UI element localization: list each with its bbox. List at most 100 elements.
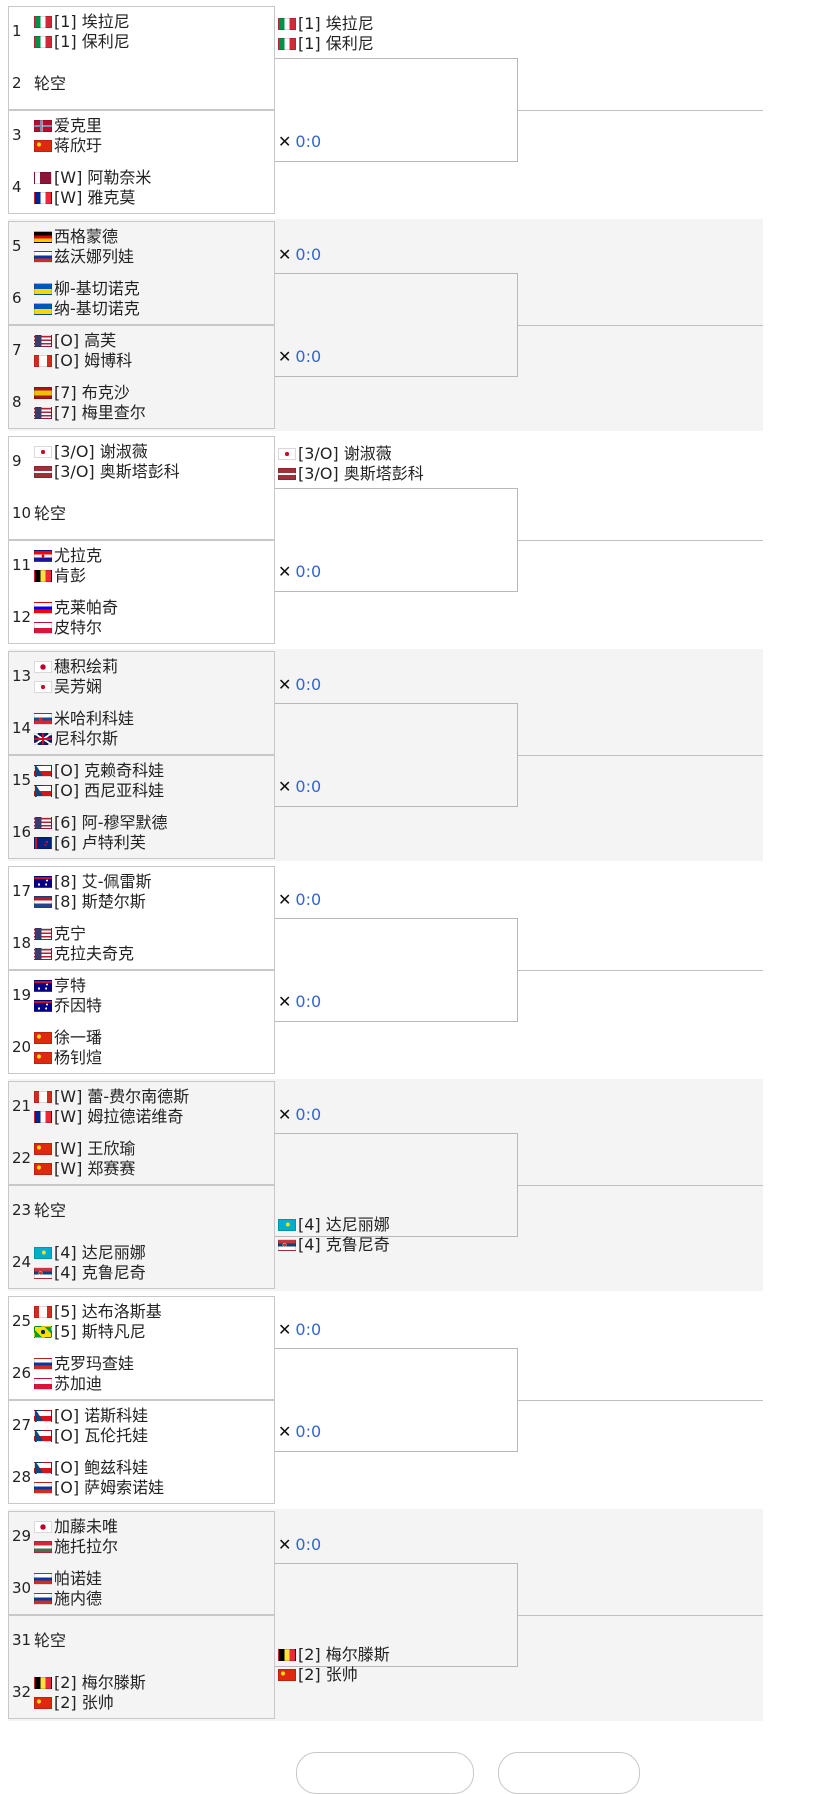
match-score-link[interactable]: ✕0:0: [278, 675, 321, 695]
player-name-text: [8] 艾-佩雷斯: [54, 872, 152, 891]
player-name-text: 蒋欣玗: [54, 136, 103, 155]
flag-slo-icon: [34, 602, 52, 614]
player-name-text: 克罗玛查娃: [54, 1354, 135, 1373]
bracket-line: [518, 1400, 763, 1401]
player-name: [8] 斯楚尔斯: [34, 892, 146, 912]
player-name-text: [1] 保利尼: [54, 32, 130, 51]
seed-number: 30: [12, 1579, 32, 1597]
flag-nor-icon: [34, 120, 52, 132]
crossed-rackets-icon: ✕: [278, 1320, 292, 1339]
player-name: [O] 西尼亚科娃: [34, 781, 164, 801]
player-name-text: [4] 克鲁尼奇: [54, 1263, 146, 1282]
score-value: 0:0: [295, 1535, 322, 1554]
match-score-link[interactable]: ✕0:0: [278, 245, 321, 265]
flag-lat-icon: [278, 468, 296, 480]
player-name: 苏加迪: [34, 1374, 102, 1394]
player-name: [1] 保利尼: [278, 34, 374, 54]
seed-number: 27: [12, 1416, 32, 1434]
flag-tpe-icon: [34, 681, 52, 693]
player-name: [2] 梅尔滕斯: [278, 1645, 390, 1665]
flag-rus-icon: [34, 1573, 52, 1585]
flag-esp-icon: [34, 387, 52, 399]
player-name-text: [W] 雅克莫: [54, 188, 136, 207]
player-name-text: [O] 诺斯科娃: [54, 1406, 149, 1425]
player-name: [7] 梅里查尔: [34, 403, 146, 423]
match-score-link[interactable]: ✕0:0: [278, 562, 321, 582]
crossed-rackets-icon: ✕: [278, 562, 292, 581]
player-name-text: [4] 达尼丽娜: [298, 1215, 390, 1234]
flag-srb-icon: [34, 1267, 52, 1279]
crossed-rackets-icon: ✕: [278, 1105, 292, 1124]
flag-can-icon: [34, 355, 52, 367]
player-name-text: [O] 鲍兹科娃: [54, 1458, 149, 1477]
bye-label: 轮空: [34, 1201, 67, 1220]
player-name-text: [2] 梅尔滕斯: [54, 1673, 146, 1692]
player-name-text: [O] 高芙: [54, 331, 117, 350]
bracket-connector: [275, 273, 518, 377]
player-name-text: 苏加迪: [54, 1374, 103, 1393]
match-score-link[interactable]: ✕0:0: [278, 1535, 321, 1555]
flag-ukr-icon: [34, 283, 52, 295]
player-name-text: [3/O] 谢淑薇: [298, 444, 392, 463]
flag-lat-icon: [34, 466, 52, 478]
flag-cze-icon: [34, 785, 52, 797]
first-round-match: [8, 970, 275, 1074]
flag-usa-icon: [34, 407, 52, 419]
bracket-line: [518, 970, 763, 971]
seed-number: 3: [12, 126, 22, 144]
seed-number: 13: [12, 667, 32, 685]
player-name: [3/O] 谢淑薇: [278, 444, 392, 464]
first-round-match: [8, 221, 275, 325]
flag-cro-icon: [34, 550, 52, 562]
flag-tpe-icon: [278, 448, 296, 460]
match-score-link[interactable]: ✕0:0: [278, 992, 321, 1012]
player-name-text: 克拉夫奇克: [54, 944, 135, 963]
bottom-action-button-right[interactable]: [498, 1752, 640, 1794]
crossed-rackets-icon: ✕: [278, 675, 292, 694]
flag-ned-icon: [34, 896, 52, 908]
player-name: [1] 保利尼: [34, 32, 130, 52]
player-name: [4] 克鲁尼奇: [34, 1263, 146, 1283]
player-name: [W] 王欣瑜: [34, 1139, 135, 1159]
player-name-text: 柳-基切诺克: [54, 279, 140, 298]
flag-aus-icon: [34, 980, 52, 992]
player-name-text: [W] 姆拉德诺维奇: [54, 1107, 184, 1126]
player-name-text: [O] 姆博科: [54, 351, 133, 370]
match-score-link[interactable]: ✕0:0: [278, 890, 321, 910]
match-score-link[interactable]: ✕0:0: [278, 347, 321, 367]
score-value: 0:0: [295, 1422, 322, 1441]
flag-svk-icon: [34, 713, 52, 725]
bottom-action-button-left[interactable]: [296, 1752, 474, 1794]
player-name-text: 兹沃娜列娃: [54, 247, 135, 266]
crossed-rackets-icon: ✕: [278, 992, 292, 1011]
player-name: [O] 萨姆索诺娃: [34, 1478, 164, 1498]
bracket-line: [518, 1185, 763, 1186]
first-round-match: [8, 866, 275, 970]
seed-number: 19: [12, 986, 32, 1004]
seed-number: 15: [12, 771, 32, 789]
flag-chn-icon: [34, 1052, 52, 1064]
match-score-link[interactable]: ✕0:0: [278, 1422, 321, 1442]
player-name-text: [6] 卢特利芙: [54, 833, 146, 852]
first-round-match: [8, 1081, 275, 1185]
player-name: [2] 张帅: [278, 1665, 358, 1685]
player-name: [W] 郑赛赛: [34, 1159, 135, 1179]
player-name-text: 爱克里: [54, 116, 103, 135]
seed-number: 32: [12, 1683, 32, 1701]
flag-usa-icon: [34, 335, 52, 347]
first-round-match: [8, 1615, 275, 1719]
seed-number: 17: [12, 882, 32, 900]
seed-number: 25: [12, 1312, 32, 1330]
first-round-match: [8, 325, 275, 429]
crossed-rackets-icon: ✕: [278, 132, 292, 151]
match-score-link[interactable]: ✕0:0: [278, 1105, 321, 1125]
player-name: [W] 蕾-费尔南德斯: [34, 1087, 189, 1107]
match-score-link[interactable]: ✕0:0: [278, 777, 321, 797]
match-score-link[interactable]: ✕0:0: [278, 132, 321, 152]
bye-label: 轮空: [34, 74, 67, 93]
match-score-link[interactable]: ✕0:0: [278, 1320, 321, 1340]
player-name-text: [2] 张帅: [54, 1693, 114, 1712]
bye-label: 轮空: [34, 504, 67, 523]
player-name-text: [7] 梅里查尔: [54, 403, 146, 422]
player-name-text: [4] 克鲁尼奇: [298, 1235, 390, 1254]
